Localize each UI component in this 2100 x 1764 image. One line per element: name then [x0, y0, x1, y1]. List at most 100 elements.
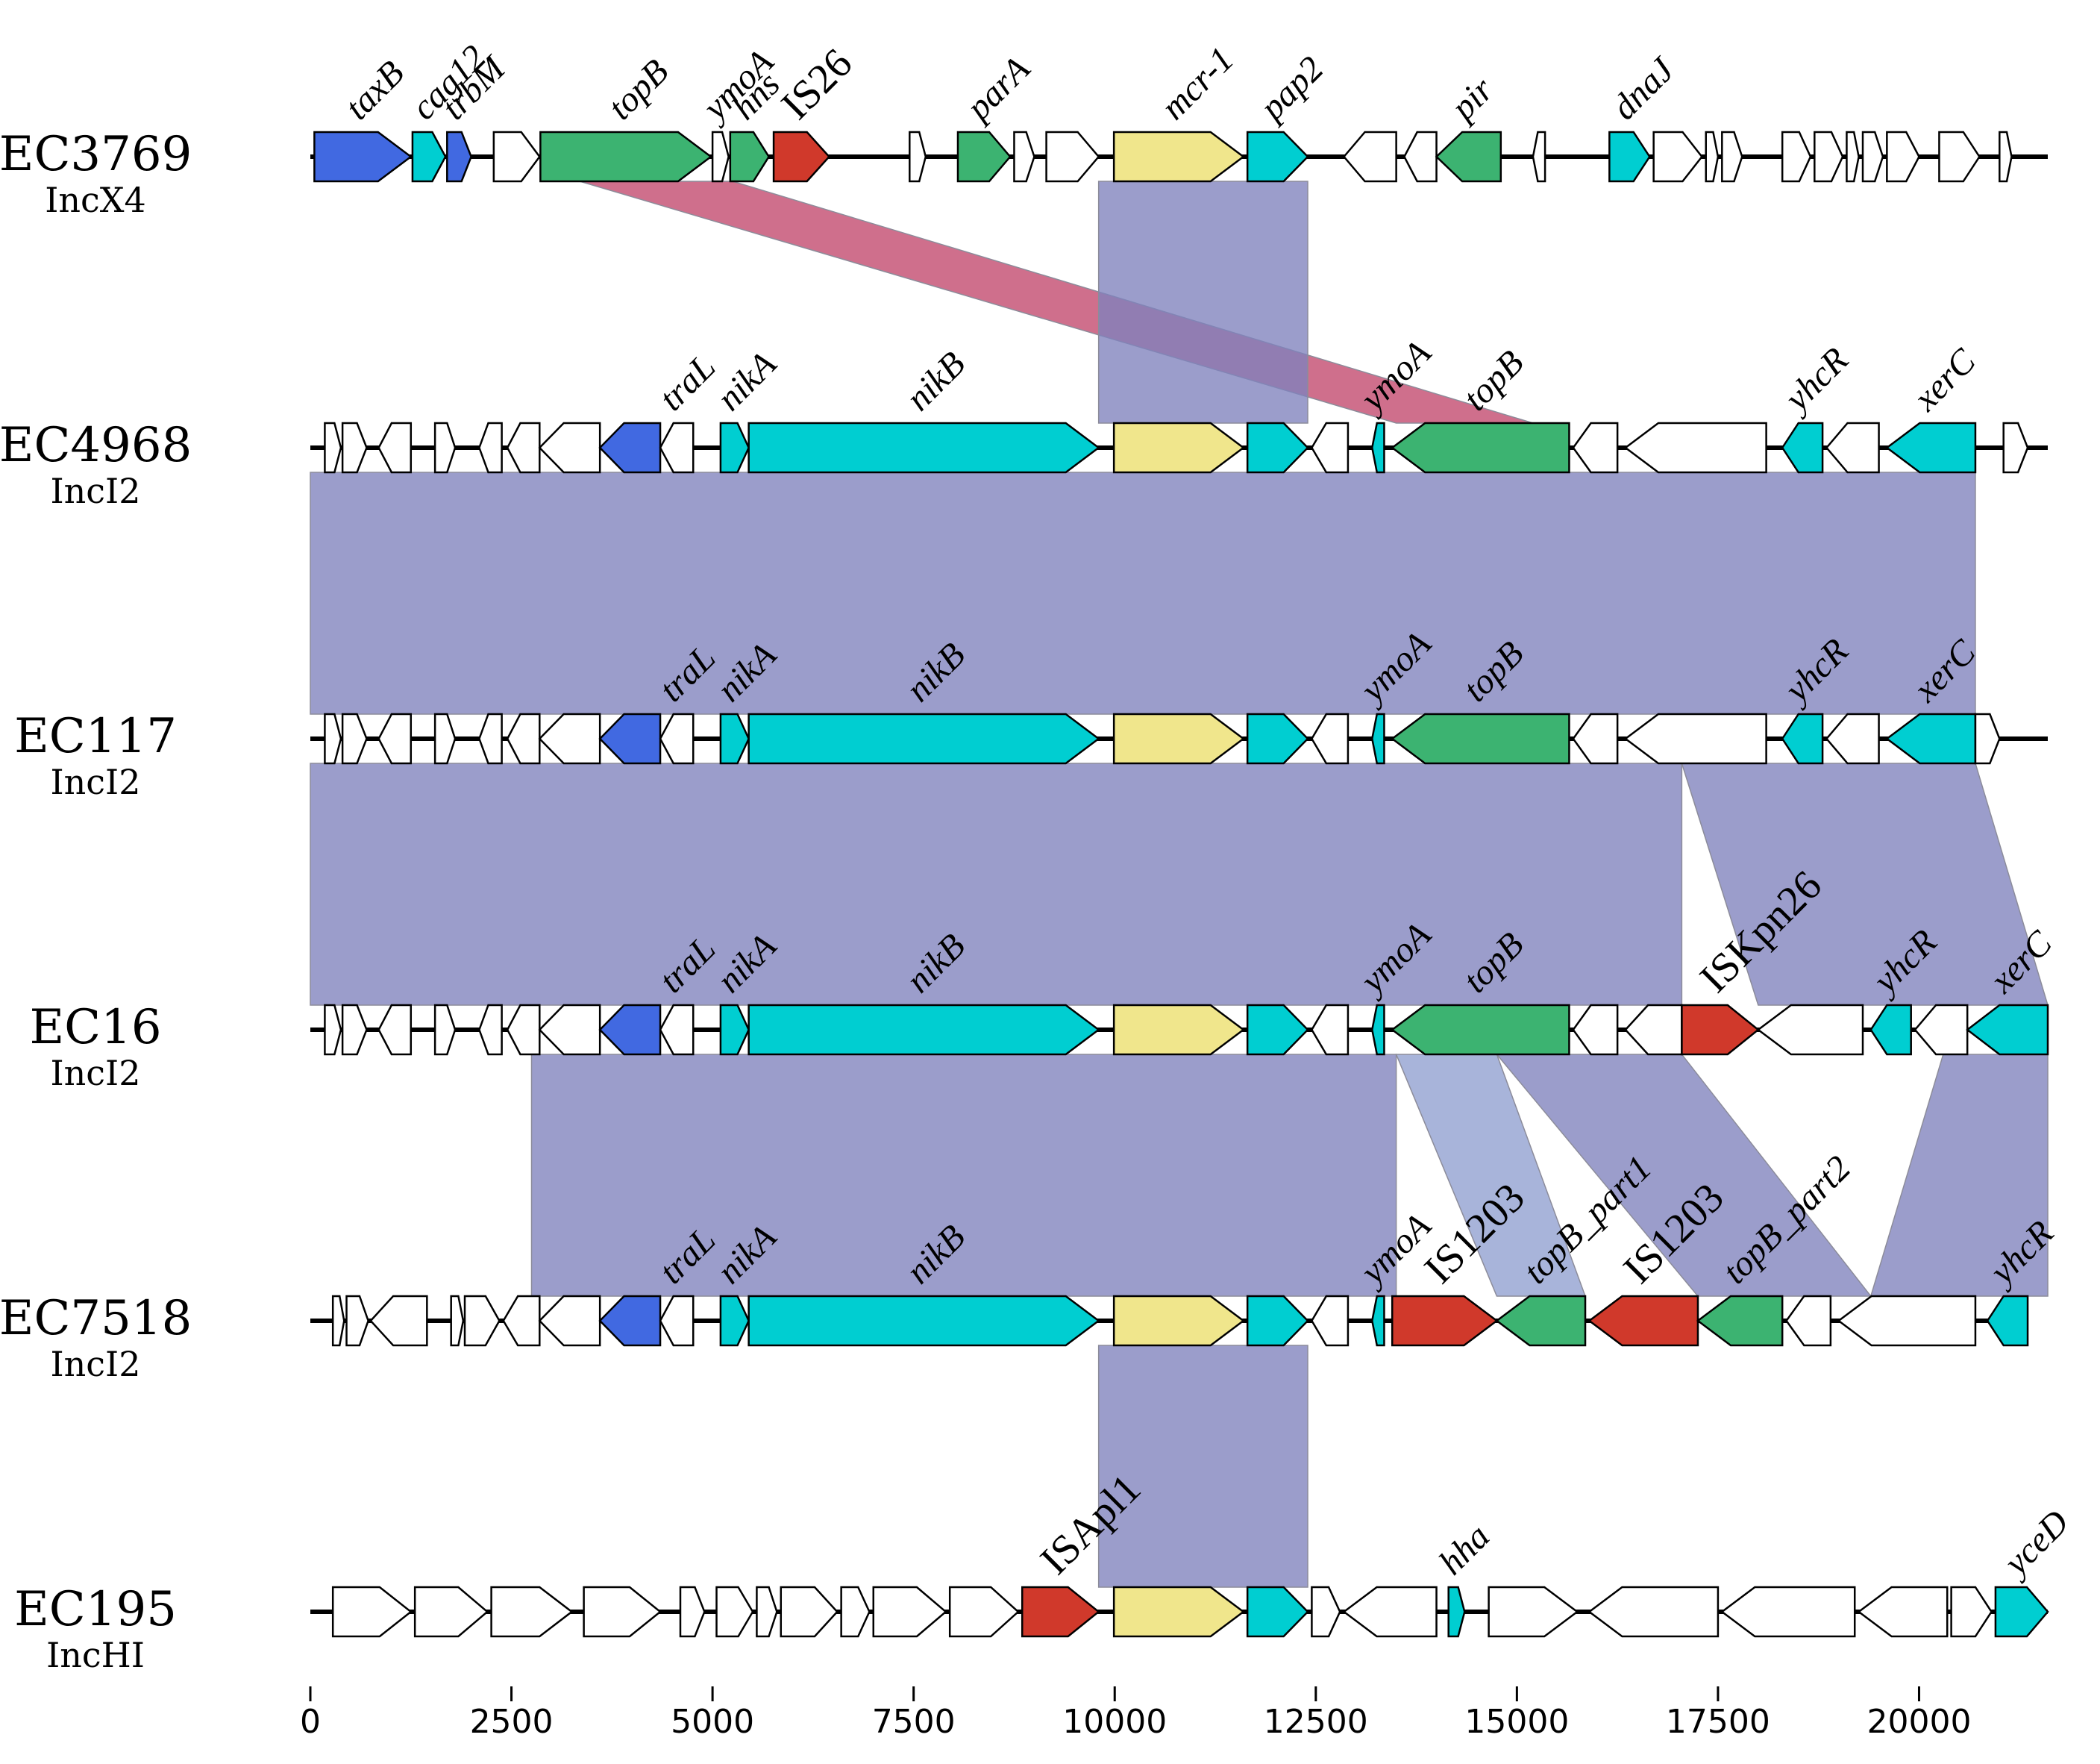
gene-arrow [1837, 1295, 1977, 1347]
gene-arrow [1587, 1586, 1720, 1638]
gene-arrow [1246, 1004, 1309, 1056]
gene-arrow [1781, 131, 1812, 183]
gene-label: parA [957, 49, 1038, 129]
gene-label: xerC [1905, 341, 1984, 419]
gene-arrow [1013, 131, 1035, 183]
gene-arrow [948, 1586, 1020, 1638]
gene-arrow [1342, 1586, 1438, 1638]
gene-arrow [1310, 1295, 1350, 1347]
gene-arrow [1246, 1586, 1309, 1638]
gene-arrow [478, 1004, 503, 1056]
gene-arrow [1572, 1004, 1619, 1056]
homology-link-2 [1097, 181, 1308, 424]
gene-arrow [506, 422, 541, 474]
gene-nikb [747, 713, 1100, 765]
gene-nika [719, 1004, 750, 1056]
gene-arrow [377, 713, 413, 765]
gene-ymoa [1371, 422, 1385, 474]
gene-arrow [1624, 1004, 1683, 1056]
incompatibility-group: IncI2 [51, 471, 141, 511]
gene-para [956, 131, 1012, 183]
gene-arrow [583, 1586, 662, 1638]
gene-arrow [1402, 131, 1438, 183]
gene-dnaj [1608, 131, 1651, 183]
gene-arrow [1756, 1004, 1864, 1056]
gene-arrow [1785, 1295, 1832, 1347]
gene-arrow [715, 1586, 754, 1638]
gene-yced [1994, 1586, 2049, 1638]
gene-ymoa [1371, 1004, 1385, 1056]
gene-arrow [1112, 713, 1245, 765]
gene-nika [719, 1295, 750, 1347]
gene-label: nikB [898, 344, 973, 419]
gene-arrow [377, 422, 413, 474]
gene-arrow [598, 1295, 662, 1347]
gene-yhcr [1781, 422, 1824, 474]
gene-arrow [1246, 713, 1309, 765]
incompatibility-group: IncX4 [45, 180, 146, 220]
gene-arrow [538, 1004, 601, 1056]
gene-nikb [747, 1295, 1100, 1347]
gene-arrow [1112, 1295, 1245, 1347]
gene-arrow [1814, 131, 1844, 183]
gene-arrow [502, 1295, 541, 1347]
gene-arrow [598, 422, 662, 474]
gene-arrow [2002, 422, 2029, 474]
gene-arrow [780, 1586, 839, 1638]
gene-xerc [1885, 713, 1977, 765]
gene-taxb [313, 131, 413, 183]
x-tick-label: 5000 [671, 1703, 754, 1741]
gene-label: taxB [337, 53, 412, 128]
track-name: EC3769 [0, 127, 192, 182]
gene-arrow [377, 1004, 413, 1056]
gene-arrow [1112, 1586, 1245, 1638]
gene-label: pir [1442, 69, 1501, 128]
incompatibility-group: IncI2 [51, 1053, 141, 1093]
gene-arrow [1342, 131, 1397, 183]
x-tick-label: 10000 [1062, 1703, 1167, 1741]
x-tick-label: 2500 [470, 1703, 554, 1741]
gene-arrow [1861, 131, 1884, 183]
gene-arrow [1246, 422, 1309, 474]
x-tick-label: 17500 [1666, 1703, 1770, 1741]
gene-arrow [1572, 713, 1619, 765]
gene-ymoa [1371, 1295, 1385, 1347]
gene-arrow [324, 1004, 342, 1056]
gene-arrow [345, 1295, 369, 1347]
gene-arrow [478, 422, 503, 474]
gene-arrow [1886, 131, 1920, 183]
gene-arrow [598, 1004, 662, 1056]
incompatibility-group: IncI2 [51, 1344, 141, 1384]
gene-arrow [1311, 1586, 1341, 1638]
gene-arrow [598, 713, 662, 765]
gene-arrow [433, 713, 457, 765]
gene-arrow [490, 1586, 574, 1638]
gene-isapl1 [1021, 1586, 1100, 1638]
gene-arrow [492, 131, 541, 183]
gene-arrow [1720, 1586, 1856, 1638]
gene-arrow [1112, 1004, 1245, 1056]
gene-arrow [1913, 1004, 1969, 1056]
gene-arrow [324, 713, 342, 765]
gene-nika [719, 422, 750, 474]
gene-arrow [324, 422, 342, 474]
gene-label: mcr-1 [1153, 40, 1241, 128]
gene-yhcr [1781, 713, 1824, 765]
gene-arrow [538, 1295, 601, 1347]
gene-ymoa [1371, 713, 1385, 765]
gene-arrow [1310, 713, 1350, 765]
gene-arrow [1045, 131, 1100, 183]
gene-label: pap2 [1251, 49, 1331, 128]
track-name: EC117 [14, 709, 177, 764]
track-name: EC7518 [0, 1291, 192, 1346]
gene-nikb [747, 1004, 1100, 1056]
gene-arrow [331, 1295, 345, 1347]
gene-arrow [1825, 422, 1880, 474]
gene-arrow [1246, 1295, 1309, 1347]
gene-arrow [1310, 1004, 1350, 1056]
gene-arrow [433, 422, 457, 474]
gene-tral [659, 422, 695, 474]
gene-label: yhcR [1775, 340, 1856, 421]
